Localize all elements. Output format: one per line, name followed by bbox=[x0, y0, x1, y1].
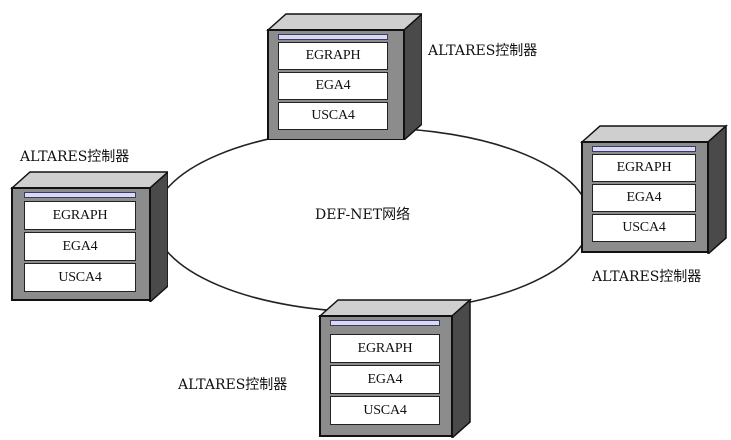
network-label: DEF-NET网络 bbox=[315, 207, 411, 223]
module-ega4: EGA4 bbox=[330, 365, 440, 394]
controller-left-label: ALTARES控制器 bbox=[20, 149, 130, 165]
controller-right: EGRAPH EGA4 USCA4 bbox=[578, 124, 728, 254]
controller-top-label: ALTARES控制器 bbox=[428, 43, 538, 59]
status-strip bbox=[592, 146, 696, 152]
module-usca4: USCA4 bbox=[278, 102, 388, 130]
module-usca4: USCA4 bbox=[330, 396, 440, 425]
controller-bottom-label: ALTARES控制器 bbox=[178, 377, 288, 393]
module-ega4: EGA4 bbox=[24, 232, 136, 261]
controller-top: EGRAPH EGA4 USCA4 bbox=[262, 12, 422, 140]
controller-left: EGRAPH EGA4 USCA4 bbox=[8, 168, 168, 302]
controller-right-label: ALTARES控制器 bbox=[592, 269, 702, 285]
module-egraph: EGRAPH bbox=[278, 42, 388, 70]
module-egraph: EGRAPH bbox=[24, 201, 136, 230]
module-usca4: USCA4 bbox=[592, 214, 696, 242]
controller-bottom: EGRAPH EGA4 USCA4 bbox=[316, 296, 472, 438]
module-ega4: EGA4 bbox=[592, 184, 696, 212]
status-strip bbox=[24, 192, 136, 198]
status-strip bbox=[278, 34, 388, 40]
status-strip bbox=[330, 320, 440, 326]
module-usca4: USCA4 bbox=[24, 263, 136, 292]
module-egraph: EGRAPH bbox=[330, 334, 440, 363]
module-egraph: EGRAPH bbox=[592, 154, 696, 182]
module-ega4: EGA4 bbox=[278, 72, 388, 100]
